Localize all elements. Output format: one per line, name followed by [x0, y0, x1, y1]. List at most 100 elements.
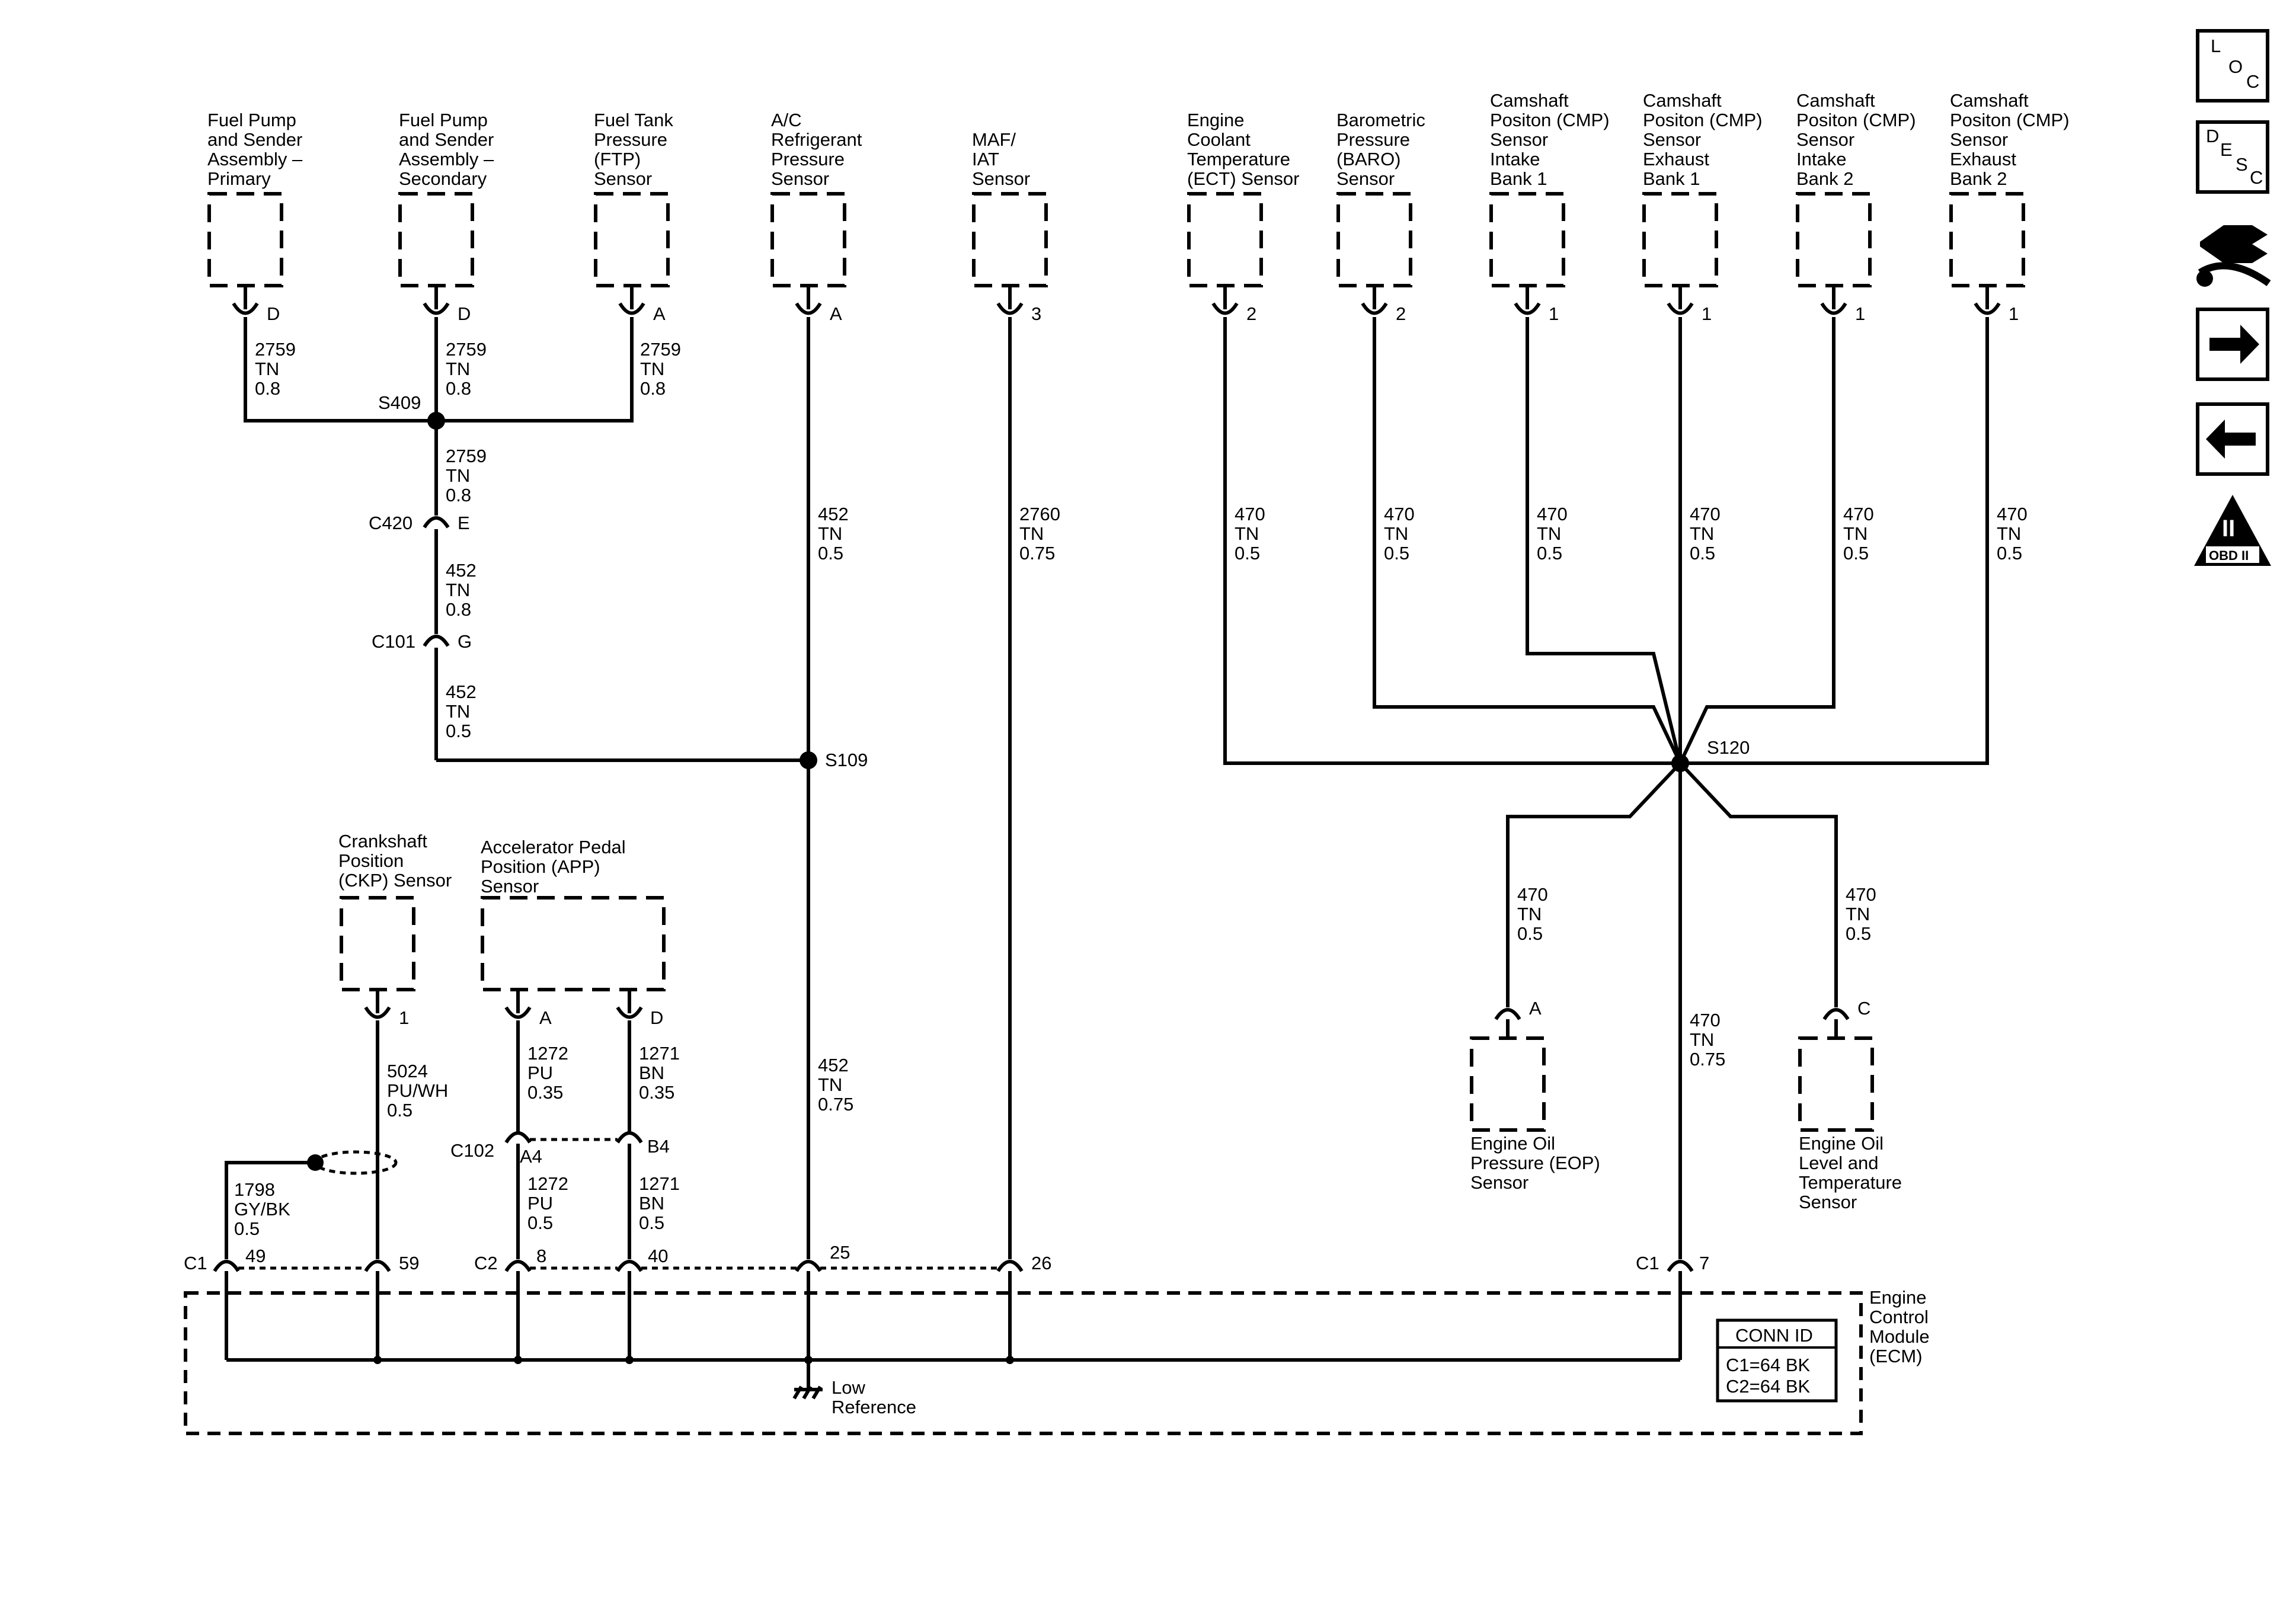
label-maf-iat-sensor: MAF/ IAT Sensor — [972, 129, 1030, 189]
obd2-icon-numeral: II — [2222, 516, 2235, 542]
svg-text:Sensor: Sensor — [771, 168, 829, 189]
splice-s120-label: S120 — [1707, 737, 1750, 758]
eop-connector — [1494, 1008, 1521, 1038]
svg-text:0.8: 0.8 — [255, 378, 280, 399]
svg-text:Positon (CMP): Positon (CMP) — [1643, 110, 1763, 130]
svg-text:Sensor: Sensor — [1490, 129, 1548, 150]
conn-id-table: CONN ID C1=64 BK C2=64 BK — [1716, 1318, 1838, 1403]
svg-text:1798: 1798 — [234, 1179, 275, 1200]
svg-text:1271: 1271 — [639, 1173, 680, 1194]
svg-text:Position (APP): Position (APP) — [481, 856, 600, 877]
prev-arrow-button[interactable] — [2196, 402, 2269, 476]
svg-text:and Sender: and Sender — [207, 129, 302, 150]
svg-text:Bank 2: Bank 2 — [1796, 168, 1854, 189]
wire-label-cmp-ib2: 470 TN 0.5 — [1843, 504, 1874, 564]
svg-text:Engine: Engine — [1187, 110, 1245, 130]
svg-text:2759: 2759 — [446, 446, 487, 466]
svg-text:Intake: Intake — [1796, 149, 1846, 169]
label-cmp-intake-bank1: Camshaft Positon (CMP) Sensor Intake Ban… — [1490, 90, 1610, 189]
pin-cmp-ib2: 1 — [1855, 303, 1865, 324]
svg-text:Crankshaft: Crankshaft — [338, 831, 427, 852]
svg-text:(BARO): (BARO) — [1336, 149, 1401, 169]
component-box-cmp-ib2 — [1796, 192, 1872, 287]
svg-text:Sensor: Sensor — [594, 168, 652, 189]
svg-text:Positon (CMP): Positon (CMP) — [1490, 110, 1610, 130]
svg-text:Exhaust: Exhaust — [1643, 149, 1709, 169]
svg-text:Engine Oil: Engine Oil — [1470, 1133, 1555, 1154]
wire-label-ckp: 5024 PU/WH 0.5 — [387, 1061, 448, 1121]
desc-icon-c: C — [2250, 167, 2263, 188]
svg-text:Exhaust: Exhaust — [1950, 149, 2016, 169]
loc-button[interactable]: L O C — [2196, 29, 2269, 103]
svg-text:0.35: 0.35 — [639, 1082, 674, 1103]
svg-text:TN: TN — [1690, 523, 1714, 544]
svg-text:Fuel Pump: Fuel Pump — [207, 110, 296, 130]
splice-s409-label: S409 — [378, 392, 421, 413]
shield-drain — [225, 1150, 398, 1259]
svg-text:Engine Oil: Engine Oil — [1799, 1133, 1884, 1154]
svg-text:2759: 2759 — [640, 339, 681, 360]
component-box-fuel-pump-primary — [207, 192, 283, 287]
svg-text:Low: Low — [832, 1377, 865, 1398]
ecm-pin-49: 49 — [245, 1246, 266, 1266]
top-connector-arcs — [232, 302, 2001, 315]
svg-text:TN: TN — [446, 580, 470, 600]
svg-text:0.8: 0.8 — [446, 378, 471, 399]
label-oil-level-sensor: Engine Oil Level and Temperature Sensor — [1799, 1133, 1902, 1212]
pin-ftp: A — [653, 303, 666, 324]
svg-text:(ECM): (ECM) — [1869, 1346, 1923, 1366]
svg-text:0.8: 0.8 — [446, 485, 471, 505]
desc-icon-s: S — [2236, 154, 2248, 175]
label-ckp-sensor: Crankshaft Position (CKP) Sensor — [338, 831, 452, 891]
svg-text:TN: TN — [1517, 904, 1542, 924]
svg-text:Pressure (EOP): Pressure (EOP) — [1470, 1153, 1600, 1173]
splice-s109 — [800, 751, 817, 769]
label-ect-sensor: Engine Coolant Temperature (ECT) Sensor — [1187, 110, 1299, 189]
label-baro-sensor: Barometric Pressure (BARO) Sensor — [1336, 110, 1425, 189]
wire-label-app-d-lower: 1271 BN 0.5 — [639, 1173, 680, 1233]
svg-text:Engine: Engine — [1869, 1287, 1927, 1308]
svg-text:1272: 1272 — [527, 1043, 568, 1064]
label-cmp-exhaust-bank1: Camshaft Positon (CMP) Sensor Exhaust Ba… — [1643, 90, 1763, 189]
svg-text:0.75: 0.75 — [1019, 543, 1055, 564]
svg-text:GY/BK: GY/BK — [234, 1199, 290, 1219]
svg-text:470: 470 — [1517, 884, 1548, 905]
obd2-button[interactable]: II OBD II — [2194, 495, 2271, 566]
svg-text:0.5: 0.5 — [1846, 923, 1871, 944]
splice-s120 — [1671, 754, 1689, 772]
diagnostic-connector-icon[interactable] — [2196, 225, 2271, 287]
wire-label-eolt: 470 TN 0.5 — [1846, 884, 1876, 944]
svg-text:BN: BN — [639, 1062, 664, 1083]
svg-text:(FTP): (FTP) — [594, 149, 641, 169]
component-box-ect-sensor — [1187, 192, 1263, 287]
svg-text:IAT: IAT — [972, 149, 999, 169]
svg-text:Positon (CMP): Positon (CMP) — [1950, 110, 2070, 130]
wire-label-s120-ecm: 470 TN 0.75 — [1690, 1010, 1725, 1070]
component-box-oil-level-sensor — [1798, 1036, 1874, 1132]
ecm-pin-26: 26 — [1031, 1253, 1051, 1273]
svg-text:TN: TN — [446, 359, 470, 379]
pin-baro: 2 — [1396, 303, 1406, 324]
splice-s109-label: S109 — [825, 750, 868, 770]
conn-id-row-c2: C2=64 BK — [1726, 1376, 1811, 1397]
svg-text:TN: TN — [255, 359, 279, 379]
wire-label-ect: 470 TN 0.5 — [1235, 504, 1265, 564]
component-box-ckp-sensor — [340, 896, 415, 991]
svg-text:TN: TN — [1843, 523, 1868, 544]
svg-text:452: 452 — [446, 681, 477, 702]
svg-text:Temperature: Temperature — [1799, 1172, 1902, 1193]
next-arrow-button[interactable] — [2196, 308, 2269, 381]
svg-text:470: 470 — [1997, 504, 2028, 524]
c420-pin: E — [458, 513, 470, 533]
desc-button[interactable]: D E S C — [2196, 120, 2269, 194]
pin-eop: A — [1529, 998, 1542, 1019]
pin-cmp-eb2: 1 — [2009, 303, 2019, 324]
ecm-connector-arcs — [213, 1260, 1694, 1272]
svg-text:0.35: 0.35 — [527, 1082, 563, 1103]
svg-text:Sensor: Sensor — [1336, 168, 1395, 189]
svg-text:2759: 2759 — [446, 339, 487, 360]
svg-text:0.5: 0.5 — [1384, 543, 1409, 564]
component-box-cmp-eb1 — [1642, 192, 1718, 287]
svg-text:452: 452 — [818, 504, 849, 524]
